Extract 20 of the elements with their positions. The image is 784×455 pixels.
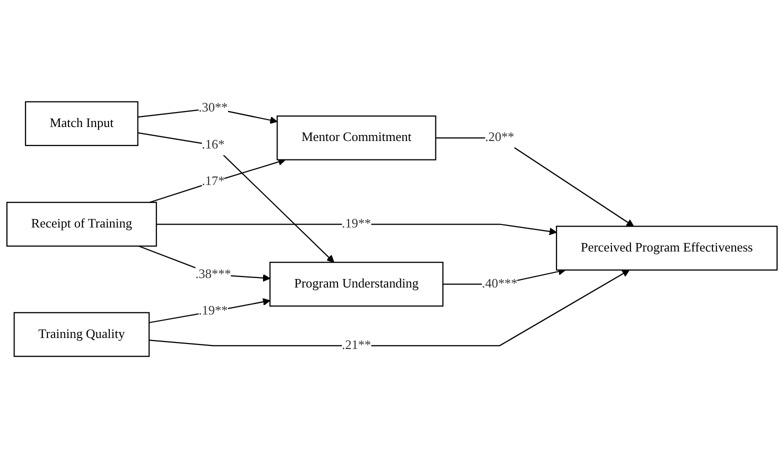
node-box: Program Understanding (269, 262, 444, 307)
arrow (149, 270, 630, 346)
arrow (138, 132, 334, 263)
node-box: Receipt of Training (6, 202, 157, 247)
edge-label: .17* (202, 174, 225, 189)
node-box: Training Quality (14, 312, 150, 357)
edge-label: .19** (198, 304, 228, 318)
arrow (149, 298, 270, 324)
node-box: Perceived Program Effectiveness (556, 226, 778, 271)
edge-label: .20** (485, 130, 514, 145)
node-box: Mentor Commitment (276, 116, 436, 160)
edge-label: .30** (198, 101, 228, 116)
edge-label: .19** (342, 217, 372, 231)
edge-label: .38*** (195, 267, 232, 282)
edge-label: .21** (342, 338, 372, 352)
arrow (156, 224, 557, 236)
edge-label: .16* (202, 138, 225, 152)
edge-label: .40*** (482, 277, 518, 291)
node-box: Match Input (24, 101, 138, 146)
arrow (149, 158, 286, 203)
